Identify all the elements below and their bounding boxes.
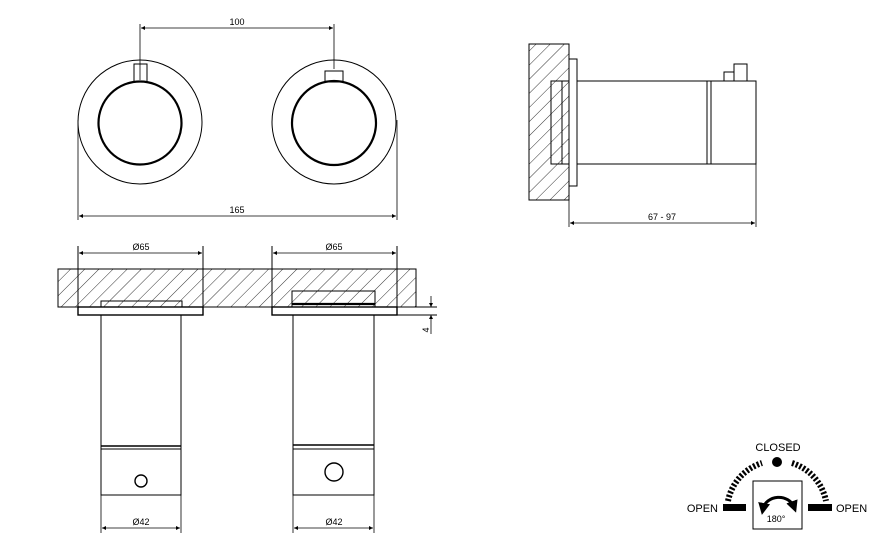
flange — [568, 58, 578, 187]
dimension-spacing: 100 — [139, 17, 335, 80]
section-view: Ø65 Ø65 Ø42 Ø42 4 — [57, 242, 437, 533]
rotate-arrow-icon — [758, 495, 798, 515]
right-control-section — [271, 246, 398, 533]
rotation-symbol: CLOSED OPEN OPEN 180° — [687, 442, 867, 530]
dim-flange-right-label: Ø65 — [325, 242, 342, 252]
dashed-arc-right — [790, 460, 829, 502]
open-right-label: OPEN — [836, 503, 867, 515]
front-view: 100 165 — [77, 17, 398, 220]
body — [576, 80, 708, 165]
dim-depth-label: 67 - 97 — [648, 212, 676, 222]
side-view: 67 - 97 — [528, 43, 757, 227]
left-control-section — [77, 246, 204, 533]
dim-spacing-label: 100 — [229, 17, 244, 27]
dimension-width: 165 — [77, 120, 398, 220]
closed-label: CLOSED — [755, 442, 800, 454]
open-left-label: OPEN — [687, 503, 718, 515]
right-control-front — [271, 59, 397, 185]
angle-label: 180° — [767, 514, 786, 524]
dim-body-right-label: Ø42 — [325, 517, 342, 527]
dim-body-left-label: Ø42 — [132, 517, 149, 527]
dimension-flange-thickness: 4 — [421, 296, 433, 334]
cap — [710, 80, 757, 165]
closed-dot-icon — [772, 457, 782, 467]
dim-width-label: 165 — [229, 205, 244, 215]
wall-section — [528, 43, 570, 201]
dashed-arc-left — [725, 460, 764, 502]
open-left-bar — [723, 504, 746, 511]
dimension-depth: 67 - 97 — [568, 164, 757, 227]
dim-flange-left-label: Ø65 — [132, 242, 149, 252]
dim-thickness-label: 4 — [421, 327, 431, 332]
open-right-bar — [808, 504, 832, 511]
